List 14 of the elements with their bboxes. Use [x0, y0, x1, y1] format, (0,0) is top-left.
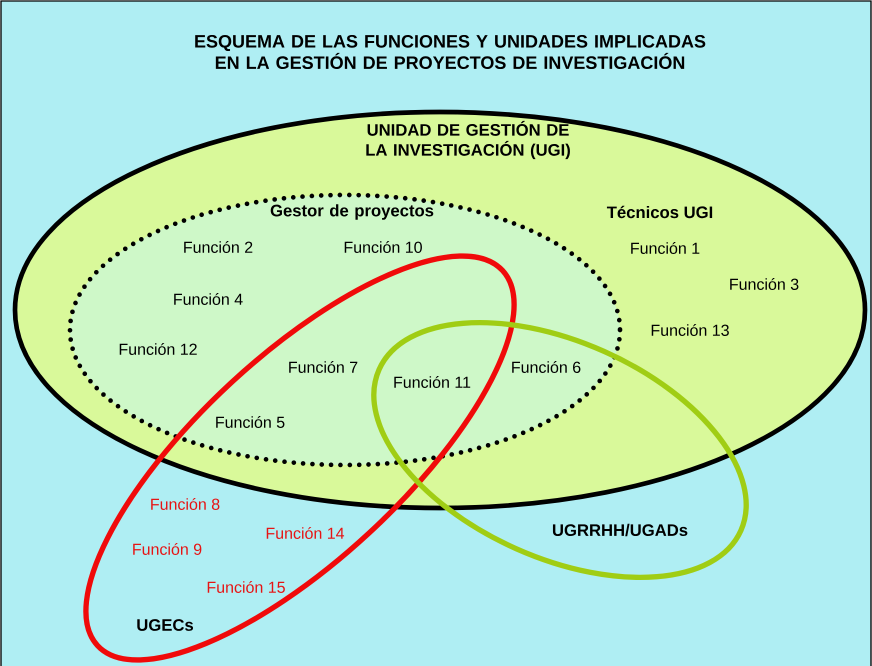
function-label: Función 5 — [216, 416, 284, 428]
function-label: Función 3 — [730, 278, 798, 290]
function-label: Función 11 — [394, 376, 470, 388]
function-label: Función 10 — [344, 241, 422, 253]
function-label: Función 14 — [266, 527, 344, 539]
function-label: Función 4 — [174, 293, 243, 305]
function-label: Función 12 — [120, 343, 197, 355]
function-label: Función 9 — [133, 543, 202, 555]
title: ESQUEMA DE LAS FUNCIONES Y UNIDADES IMPLICADAS EN LA GESTIÓN DE PROYECTOS DE INVESTIGACIÓN — [195, 34, 706, 70]
function-label: Función 2 — [184, 241, 252, 253]
function-label: Función 7 — [289, 361, 358, 373]
function-label: Función 8 — [151, 498, 220, 510]
function-label: Función 15 — [208, 581, 285, 593]
function-label: Función 13 — [652, 324, 729, 336]
